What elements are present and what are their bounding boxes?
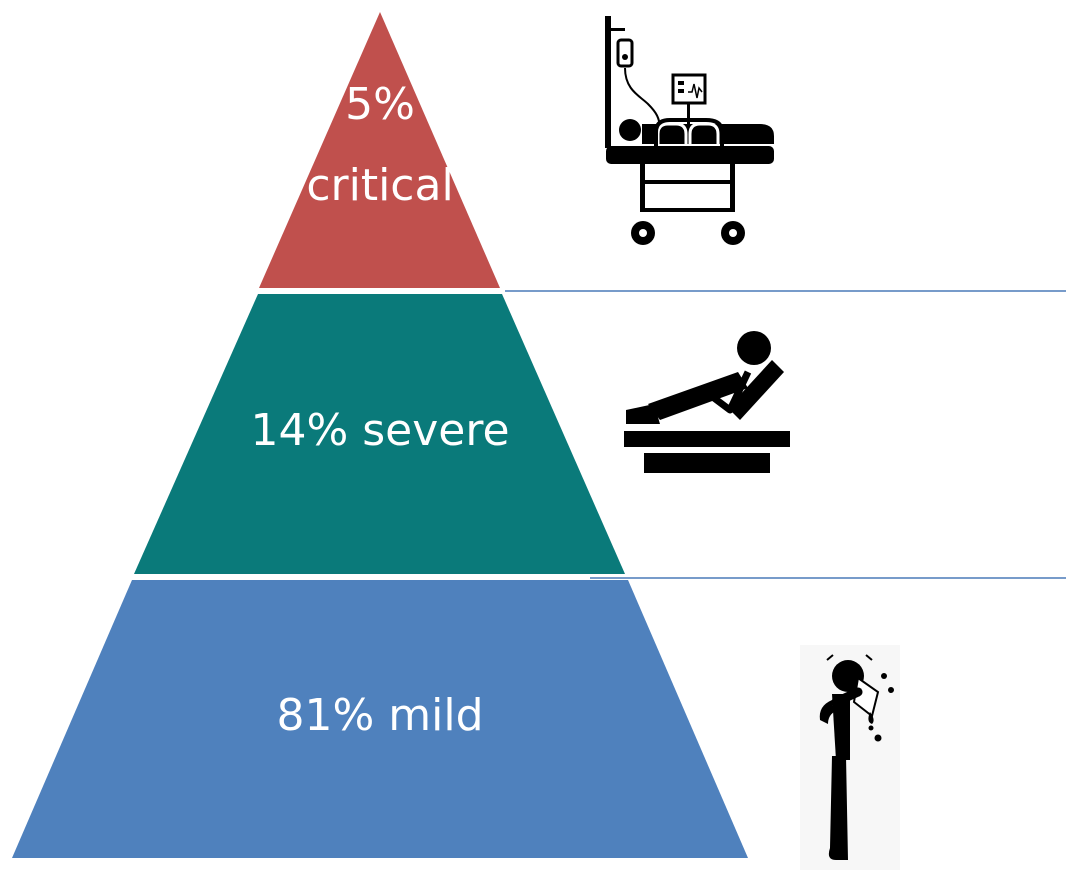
tier-critical-label-line-2: critical: [306, 160, 453, 211]
reclining-patient-icon: [624, 331, 790, 473]
pyramid-tier-mild: [12, 580, 748, 858]
pyramid-tier-severe: [134, 294, 625, 574]
tier-critical-label-line-1: 5%: [345, 79, 415, 130]
hospital-bed-iv-icon: [605, 16, 774, 245]
sneezing-person-icon: [800, 645, 900, 870]
tier-mild-label: 81% mild: [276, 690, 483, 741]
tier-severe-label: 14% severe: [250, 405, 509, 456]
pyramid-tier-critical: [259, 12, 500, 288]
